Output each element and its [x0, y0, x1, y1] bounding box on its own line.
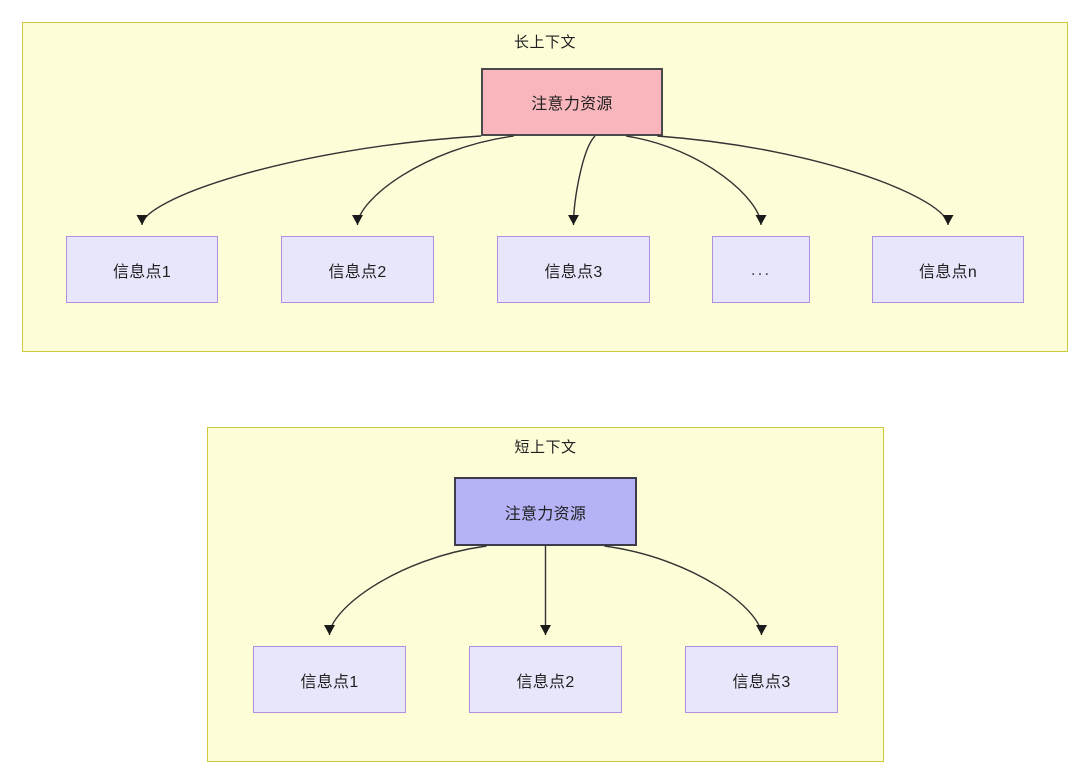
node-info-point-n-long[interactable]: 信息点n [872, 236, 1024, 303]
node-info-point-2-long[interactable]: 信息点2 [281, 236, 434, 303]
node-attention-resource-long[interactable]: 注意力资源 [481, 68, 663, 136]
node-info-point-ellipsis-long[interactable]: ... [712, 236, 810, 303]
node-attention-resource-short[interactable]: 注意力资源 [454, 477, 637, 546]
group-title-short-context: 短上下文 [514, 439, 577, 456]
node-info-point-1-long[interactable]: 信息点1 [66, 236, 218, 303]
node-info-point-1-short[interactable]: 信息点1 [253, 646, 406, 713]
node-info-point-2-short[interactable]: 信息点2 [469, 646, 622, 713]
group-title-long-context: 长上下文 [513, 34, 576, 51]
node-info-point-3-long[interactable]: 信息点3 [497, 236, 650, 303]
node-info-point-3-short[interactable]: 信息点3 [685, 646, 838, 713]
